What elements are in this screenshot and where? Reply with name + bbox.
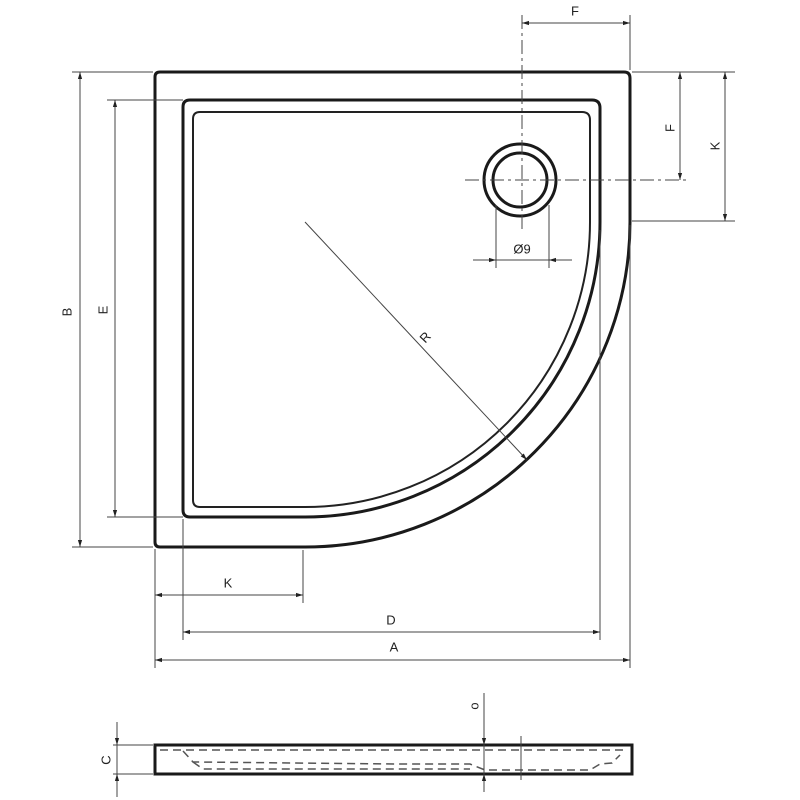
- label-drain-diameter: Ø9: [513, 241, 530, 256]
- label-E: E: [95, 305, 110, 314]
- label-K-right: K: [707, 141, 722, 150]
- dimension-F-right: F: [632, 71, 735, 180]
- drain: [465, 15, 688, 232]
- label-o: o: [466, 702, 481, 709]
- dimension-B: B: [59, 71, 153, 548]
- dimension-F-top: F: [522, 3, 631, 70]
- dimension-R: R: [304, 221, 528, 461]
- dimension-C: C: [98, 722, 153, 797]
- label-R: R: [417, 329, 434, 346]
- label-K-bottom: K: [224, 575, 233, 590]
- label-F-top: F: [571, 3, 579, 18]
- label-F-right: F: [662, 124, 677, 132]
- tray-side-view: [153, 736, 634, 780]
- tray-outer-edge: [153, 70, 632, 549]
- dimension-E: E: [95, 99, 183, 518]
- dimension-o: o: [466, 693, 487, 792]
- side-outline: [153, 743, 634, 776]
- tray-top-view: [153, 70, 632, 549]
- tray-rim-inner: [192, 111, 591, 508]
- dimension-D: D: [182, 230, 601, 640]
- dimension-drain-diameter: Ø9: [473, 205, 572, 268]
- tray-rim-outer: [181, 98, 602, 519]
- dimension-K-right: K: [632, 72, 735, 222]
- dimension-A: A: [154, 225, 631, 668]
- dimension-K-bottom: K: [155, 550, 304, 603]
- label-A: A: [390, 639, 399, 654]
- label-C: C: [98, 755, 113, 764]
- label-B: B: [59, 308, 74, 317]
- label-D: D: [386, 612, 395, 627]
